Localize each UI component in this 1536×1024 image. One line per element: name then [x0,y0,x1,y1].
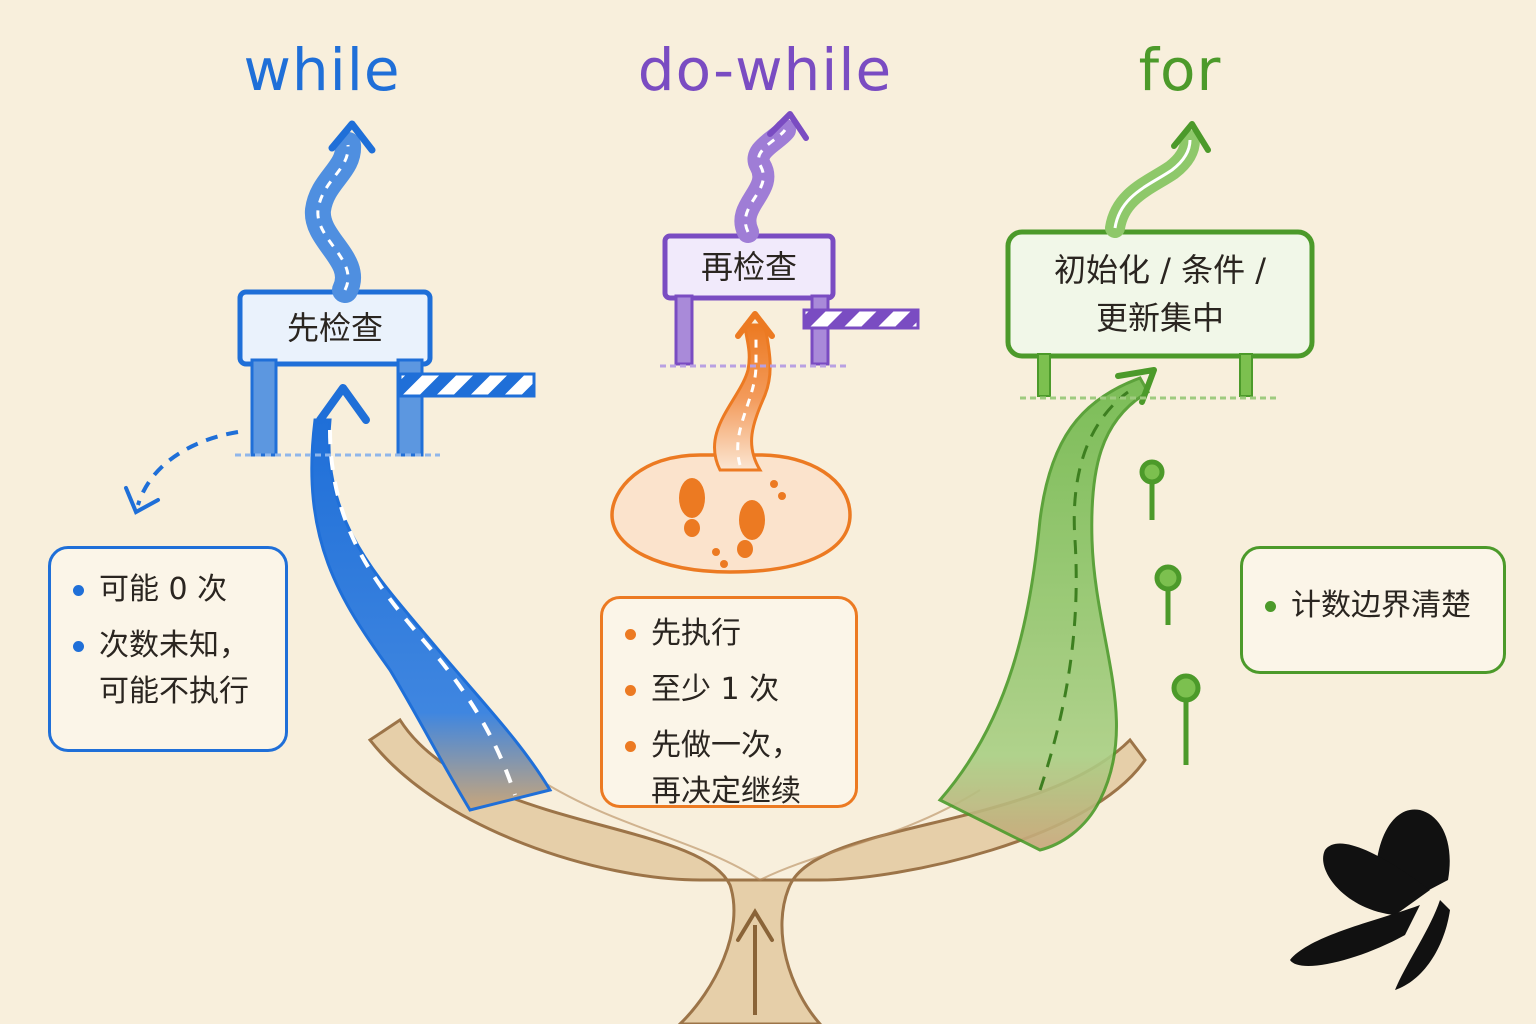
for-sign-text: 初始化 / 条件 / 更新集中 [1053,251,1267,337]
while-notes-list: 可能 0 次次数未知， 可能不执行 [71,567,269,715]
main-road-trunk [367,717,1147,1024]
for-title: for [1000,36,1360,104]
note-item: 至少 1 次 [623,667,839,713]
while-exit-arrowhead [328,120,376,154]
note-item: 计数边界清楚 [1263,583,1487,629]
do-while-branch [610,111,920,574]
do-while-exit-arrowhead [767,111,809,141]
for-notes-card: 计数边界清楚 [1240,546,1506,674]
while-gate-barrier [398,372,536,398]
while-skip-arrow [136,430,239,506]
note-item: 次数未知， 可能不执行 [71,623,269,715]
do-while-notes-list: 先执行至少 1 次先做一次， 再决定继续 [623,611,839,815]
for-entry-arrowhead [1115,367,1157,405]
butterfly-logo-icon [1290,809,1450,990]
do-while-title: do-while [585,36,945,104]
do-while-notes-card: 先执行至少 1 次先做一次， 再决定继续 [600,596,858,809]
for-branch [937,121,1315,852]
while-entry-arrowhead [316,384,370,424]
do-body-arrowhead [735,311,775,339]
do-while-gate-barrier [802,308,920,330]
for-title-text: for [1138,36,1222,104]
note-item: 先做一次， 再决定继续 [623,723,839,815]
for-sign-label: 初始化 / 条件 / 更新集中 [1012,236,1308,352]
note-item: 先执行 [623,611,839,657]
while-sign-label: 先检查 [245,296,425,360]
while-sign-text: 先检查 [286,309,383,347]
do-body-bubble [610,453,852,574]
milepost-markers [1139,459,1201,765]
while-title: while [142,36,502,104]
for-exit-arrowhead [1171,121,1211,153]
while-branch [124,120,553,812]
footprints-icon [679,478,786,568]
do-while-title-text: do-while [637,36,893,104]
while-notes-card: 可能 0 次次数未知， 可能不执行 [48,546,288,752]
note-item: 可能 0 次 [71,567,269,613]
for-notes-list: 计数边界清楚 [1263,583,1487,629]
do-while-sign-label: 再检查 [668,238,830,296]
do-while-sign-text: 再检查 [700,248,797,286]
while-title-text: while [243,36,401,104]
